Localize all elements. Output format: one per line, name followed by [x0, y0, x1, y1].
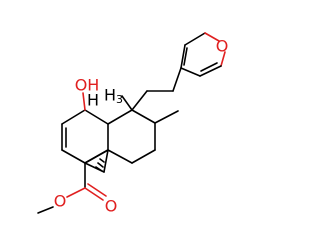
- bond: [180, 67, 201, 77]
- bond: [84, 149, 109, 164]
- bond: [184, 32, 206, 46]
- bond: [172, 67, 182, 92]
- stereo-hydrogen-label: H: [87, 91, 99, 110]
- methyl-subscript-label: 3: [116, 93, 123, 106]
- stereo-wedge-bottom: [84, 149, 109, 173]
- bond: [180, 44, 186, 69]
- methyl-h-label: H: [104, 86, 116, 105]
- ethyl-linker: [131, 67, 182, 111]
- bond: [61, 149, 86, 164]
- chemical-structure: O OH: [37, 32, 229, 216]
- ester-bond: [66, 187, 86, 198]
- bond-to-oxygen: [220, 51, 226, 67]
- bond-double-inner: [200, 62, 218, 72]
- bond: [131, 90, 148, 111]
- methyl-bond: [121, 95, 133, 111]
- bond: [199, 65, 222, 77]
- bond: [84, 109, 109, 125]
- wedge-hash: [97, 162, 104, 168]
- ring-b: [107, 109, 156, 164]
- bond: [107, 149, 133, 164]
- furan-ring: [180, 32, 226, 77]
- hydroxyl-label: OH: [75, 76, 100, 95]
- bond: [131, 149, 156, 164]
- bond: [103, 149, 109, 173]
- bond: [84, 162, 105, 173]
- methyl-ester-bond: [37, 206, 54, 214]
- bond: [61, 109, 86, 125]
- ester-oxygen-label: O: [54, 192, 67, 211]
- carbonyl-oxygen-label: O: [105, 197, 118, 216]
- hydroxyl-bond: [82, 92, 86, 111]
- carbonyl-bond: [84, 187, 104, 201]
- ester-group: [37, 162, 107, 214]
- bond: [131, 109, 156, 124]
- wedge-hash: [99, 158, 105, 163]
- carbonyl-bond-double: [87, 183, 107, 197]
- bond-to-oxygen: [204, 32, 220, 42]
- methyl-bond: [154, 110, 179, 124]
- furan-oxygen-label: O: [216, 37, 229, 56]
- bond-double-inner: [183, 47, 188, 66]
- ring-a: [61, 109, 109, 164]
- bond: [107, 109, 133, 125]
- molecule-canvas: O OH: [37, 32, 229, 216]
